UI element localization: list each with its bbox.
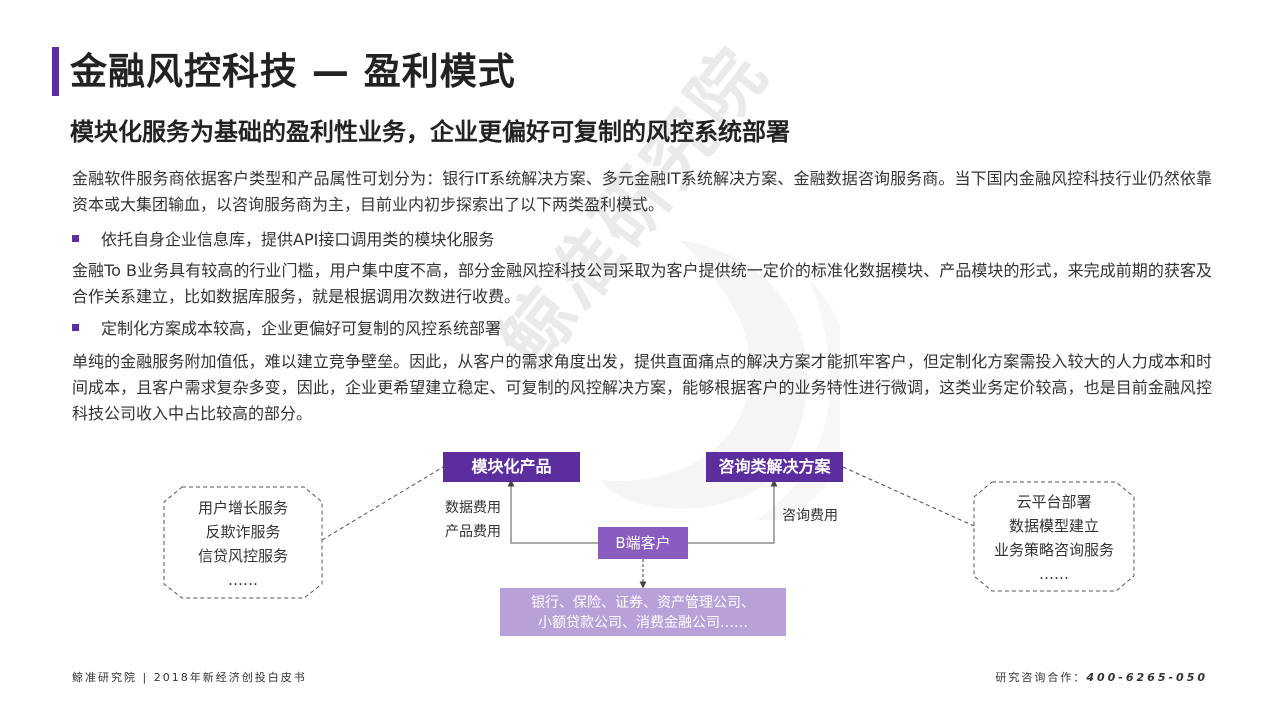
- financial-clients-box: 银行、保险、证券、资产管理公司、 小额贷款公司、消费金融公司……: [500, 588, 786, 636]
- list-item: 业务策略咨询服务: [993, 541, 1114, 559]
- bullet-item-2: 定制化方案成本较高，企业更偏好可复制的风控系统部署: [72, 316, 501, 342]
- paragraph-1: 金融To B业务具有较高的行业门槛，用户集中度不高，部分金融风控科技公司采取为客…: [72, 261, 1212, 306]
- title-accent-bar: [52, 47, 59, 96]
- bullet-item-1: 依托自身企业信息库，提供API接口调用类的模块化服务: [72, 227, 494, 253]
- list-item: 数据模型建立: [1008, 517, 1099, 535]
- list-item: 反欺诈服务: [205, 523, 281, 541]
- intro-paragraph: 金融软件服务商依据客户类型和产品属性可划分为：银行IT系统解决方案、多元金融IT…: [72, 169, 1212, 214]
- consulting-solution-box: 咨询类解决方案: [706, 452, 843, 482]
- data-fee-label: 数据费用: [445, 500, 501, 516]
- paragraph-2: 单纯的金融服务附加值低，难以建立竞争壁垒。因此，从客户的需求角度出发，提供直面痛…: [72, 352, 1212, 423]
- bullet-text: 定制化方案成本较高，企业更偏好可复制的风控系统部署: [101, 319, 502, 338]
- consulting-fee-label: 咨询费用: [782, 508, 838, 524]
- right-services-outline: [973, 481, 1135, 592]
- right-services-list: 云平台部署 数据模型建立 业务策略咨询服务 ……: [974, 490, 1134, 586]
- contact-label: 研究咨询合作：: [995, 671, 1087, 684]
- left-services-outline: [163, 486, 323, 599]
- b-client-box: B端客户: [598, 527, 688, 559]
- left-services-list: 用户增长服务 反欺诈服务 信贷风控服务 ……: [164, 496, 322, 592]
- product-fee-label: 产品费用: [445, 524, 501, 540]
- list-item: 信贷风控服务: [197, 547, 288, 565]
- footer-source: 鲸准研究院 | 2018年新经济创投白皮书: [72, 671, 307, 684]
- bullet-text: 依托自身企业信息库，提供API接口调用类的模块化服务: [101, 230, 495, 249]
- page-subtitle: 模块化服务为基础的盈利性业务，企业更偏好可复制的风控系统部署: [70, 118, 790, 146]
- clients-line-1: 银行、保险、证券、资产管理公司、: [531, 595, 755, 611]
- square-bullet-icon: [72, 324, 79, 331]
- footer-contact: 研究咨询合作：400-6265-050: [995, 669, 1208, 685]
- list-item: ……: [1039, 565, 1069, 583]
- list-item: ……: [228, 571, 258, 589]
- list-item: 用户增长服务: [197, 499, 288, 517]
- list-item: 云平台部署: [1016, 493, 1092, 511]
- square-bullet-icon: [72, 235, 79, 242]
- module-product-box: 模块化产品: [443, 452, 580, 482]
- clients-line-2: 小额贷款公司、消费金融公司……: [538, 615, 748, 631]
- contact-phone: 400-6265-050: [1086, 671, 1208, 684]
- page-title: 金融风控科技 — 盈利模式: [70, 50, 516, 93]
